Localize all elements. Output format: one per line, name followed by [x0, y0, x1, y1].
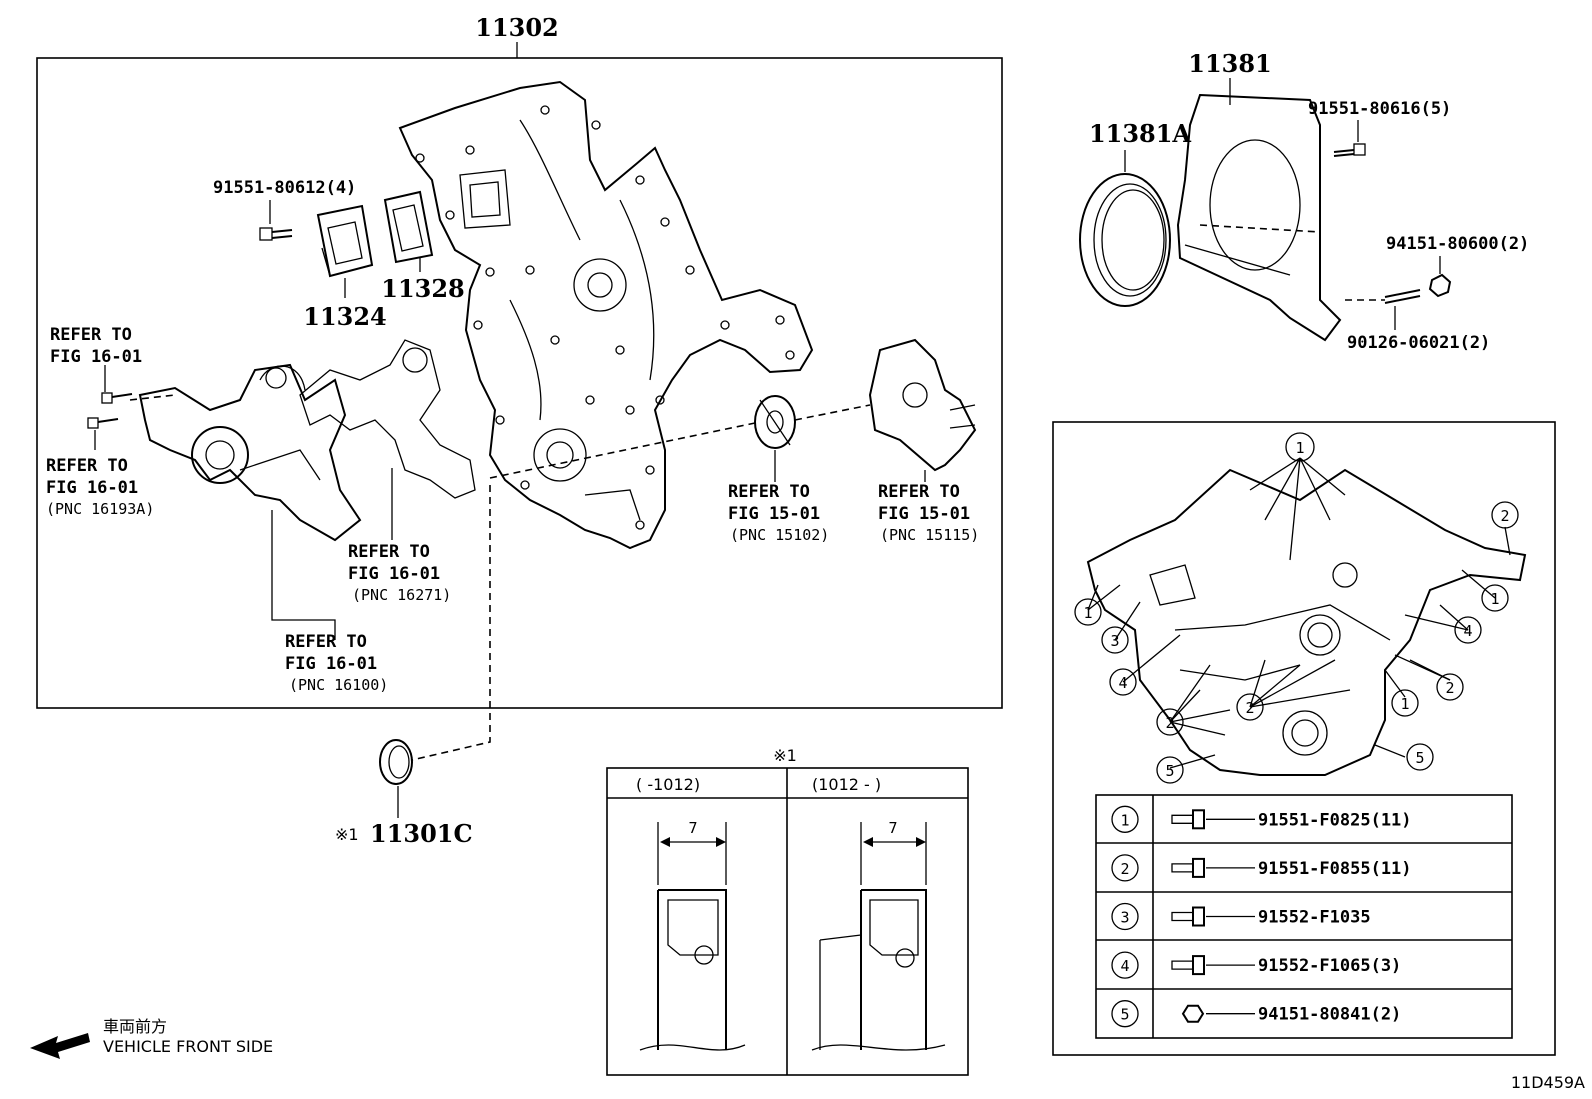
- legend-part-number[interactable]: 91551-F0855(11): [1258, 859, 1412, 879]
- legend-callout-number: 1: [1120, 811, 1129, 829]
- callout-4-left[interactable]: 4: [1118, 674, 1127, 692]
- oil-seal-retainer-illustration: [1176, 93, 1342, 342]
- water-pump-illustration: [138, 363, 362, 542]
- bolt-80612-illustration: [259, 227, 293, 241]
- detail-dim-1: 7: [688, 819, 697, 837]
- oil-pump-illustration: [868, 338, 977, 472]
- detail-col-2-header: (1012 - ): [812, 775, 881, 794]
- ref-3-line-3[interactable]: (PNC 16271): [352, 586, 451, 604]
- bolt-layout-panel: [1052, 421, 1556, 1056]
- note-mark-11301c: ※1: [335, 825, 359, 844]
- ref-3-line-1[interactable]: REFER TO: [348, 542, 430, 562]
- oil-seal-11301c-illustration: [379, 739, 413, 785]
- part-number-11302[interactable]: 11302: [475, 13, 559, 42]
- bolt-icon: [1171, 857, 1205, 878]
- legend-part-number[interactable]: 91552-F1065(3): [1258, 956, 1401, 976]
- part-number-11324[interactable]: 11324: [303, 302, 387, 331]
- ref-3-line-2[interactable]: FIG 16-01: [348, 564, 440, 584]
- legend-callout-circle: [1111, 902, 1139, 931]
- legend-table: [1095, 794, 1513, 1039]
- part-number-11381a[interactable]: 11381A: [1089, 119, 1191, 148]
- part-number-11381[interactable]: 11381: [1188, 49, 1272, 78]
- callout-2-center[interactable]: 2: [1245, 699, 1254, 717]
- water-pump-gasket-illustration: [299, 339, 476, 499]
- legend-callout-number: 5: [1120, 1006, 1129, 1024]
- bolt-icon: [1171, 955, 1205, 976]
- callout-1-top[interactable]: 1: [1295, 439, 1304, 457]
- ref-5-line-3[interactable]: (PNC 15102): [730, 526, 829, 544]
- vehicle-front-en: VEHICLE FRONT SIDE: [103, 1037, 273, 1056]
- legend-callout-circle: [1111, 805, 1139, 833]
- ref-6-line-1[interactable]: REFER TO: [878, 482, 960, 502]
- ref-1-line-2[interactable]: FIG 16-01: [50, 347, 142, 367]
- ref-2-line-1[interactable]: REFER TO: [46, 456, 128, 476]
- rear-oil-seal-illustration: [1079, 173, 1171, 307]
- detail-left-seal-illustration: [639, 822, 746, 1051]
- part-11324-illustration: [316, 204, 374, 278]
- nut-80600-illustration: [1428, 273, 1452, 298]
- water-pump-bolts-illustration: [87, 365, 133, 450]
- part-number-94151-80600[interactable]: 94151-80600(2): [1386, 234, 1529, 254]
- callout-1-mid[interactable]: 1: [1400, 695, 1409, 713]
- detail-right-seal-illustration: [811, 822, 946, 1051]
- callout-leaders: [1087, 457, 1511, 769]
- callout-1-left[interactable]: 1: [1083, 604, 1092, 622]
- detail-note-mark: ※1: [773, 746, 797, 765]
- legend-part-number[interactable]: 91551-F0825(11): [1258, 810, 1412, 830]
- legend-rows: 1 91551-F0825(11) 2 91551-F0855(11) 3 91552-F…: [1111, 805, 1412, 1028]
- part-number-11328[interactable]: 11328: [381, 274, 465, 303]
- legend-callout-circle: [1111, 854, 1139, 882]
- detail-dim-2: 7: [888, 819, 897, 837]
- bolt-80616-illustration: [1333, 143, 1366, 157]
- callout-circles: 1 2 1 1 3 4 4 2 1 2 2 5 5: [1074, 432, 1519, 784]
- nut-icon: [1181, 1004, 1205, 1023]
- timing-cover-illustration: [398, 80, 814, 550]
- part-11328-illustration: [383, 190, 434, 264]
- callout-2-left[interactable]: 2: [1165, 714, 1174, 732]
- part-number-90126-06021[interactable]: 90126-06021(2): [1347, 333, 1490, 353]
- vehicle-front-arrow-icon: [30, 1033, 90, 1059]
- ref-5-line-2[interactable]: FIG 15-01: [728, 504, 820, 524]
- oil-pump-rotor-illustration: [754, 395, 796, 449]
- legend-callout-circle: [1111, 1000, 1139, 1028]
- legend-part-number[interactable]: 94151-80841(2): [1258, 1005, 1401, 1025]
- ref-4-line-3[interactable]: (PNC 16100): [289, 676, 388, 694]
- ref-5-line-1[interactable]: REFER TO: [728, 482, 810, 502]
- ref-2-line-3[interactable]: (PNC 16193A): [46, 500, 154, 518]
- stud-06021-illustration: [1384, 289, 1421, 304]
- main-frame: [36, 57, 1003, 709]
- vehicle-front-jp: 車両前方: [103, 1017, 167, 1036]
- ref-6-line-3[interactable]: (PNC 15115): [880, 526, 979, 544]
- part-number-91551-80612[interactable]: 91551-80612(4): [213, 178, 356, 198]
- callout-1-right[interactable]: 1: [1490, 590, 1499, 608]
- callout-2-top-right[interactable]: 2: [1500, 507, 1509, 525]
- legend-part-number[interactable]: 91552-F1035: [1258, 908, 1371, 928]
- ref-6-line-2[interactable]: FIG 15-01: [878, 504, 970, 524]
- legend-callout-number: 2: [1120, 860, 1129, 878]
- detail-table: [606, 767, 969, 1076]
- ref-1-line-1[interactable]: REFER TO: [50, 325, 132, 345]
- callout-5-left[interactable]: 5: [1165, 762, 1174, 780]
- callout-2-right[interactable]: 2: [1445, 679, 1454, 697]
- callout-4-right[interactable]: 4: [1463, 622, 1472, 640]
- ref-4-line-1[interactable]: REFER TO: [285, 632, 367, 652]
- ref-4-line-2[interactable]: FIG 16-01: [285, 654, 377, 674]
- callout-5-right[interactable]: 5: [1415, 749, 1424, 767]
- legend-callout-number: 3: [1120, 909, 1129, 927]
- detail-col-1-header: ( -1012): [636, 775, 700, 794]
- bolt-icon: [1171, 809, 1205, 830]
- callout-3[interactable]: 3: [1110, 632, 1119, 650]
- legend-callout-number: 4: [1120, 957, 1129, 975]
- part-number-11301c[interactable]: 11301C: [370, 819, 473, 848]
- bolt-icon: [1171, 906, 1205, 927]
- diagram-id: 11D459A: [1511, 1073, 1585, 1092]
- legend-callout-circle: [1111, 951, 1139, 979]
- part-number-91551-80616[interactable]: 91551-80616(5): [1308, 99, 1451, 119]
- ref-2-line-2[interactable]: FIG 16-01: [46, 478, 138, 498]
